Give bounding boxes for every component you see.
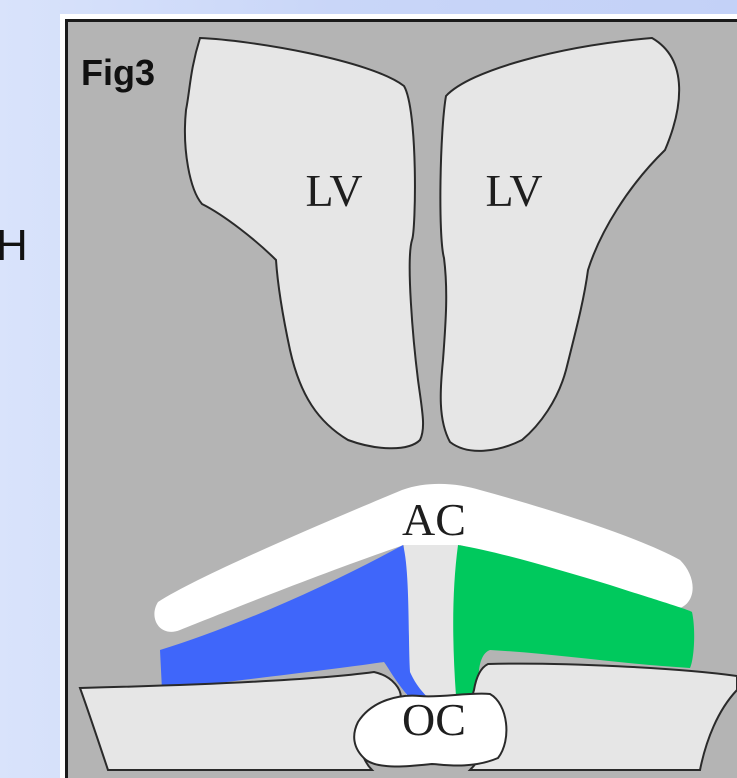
- figure-label: Fig3: [81, 55, 155, 91]
- brain-section-diagram: LV LV AC OC: [65, 19, 737, 778]
- left-lateral-ventricle: [185, 38, 423, 448]
- optic-chiasm-label: OC: [402, 694, 466, 745]
- anterior-commissure-label: AC: [402, 494, 466, 545]
- midline-septum: [404, 545, 460, 700]
- figure-frame: LV LV AC OC Fig3: [60, 14, 737, 778]
- brain-section-figure: LV LV AC OC Fig3: [65, 19, 737, 778]
- side-letter: H: [0, 224, 28, 268]
- left-basal-lobe: [80, 672, 401, 770]
- right-lateral-ventricle: [440, 38, 679, 451]
- left-ventricle-label: LV: [305, 165, 362, 216]
- right-basal-lobe: [470, 664, 737, 770]
- right-ventricle-label: LV: [485, 165, 542, 216]
